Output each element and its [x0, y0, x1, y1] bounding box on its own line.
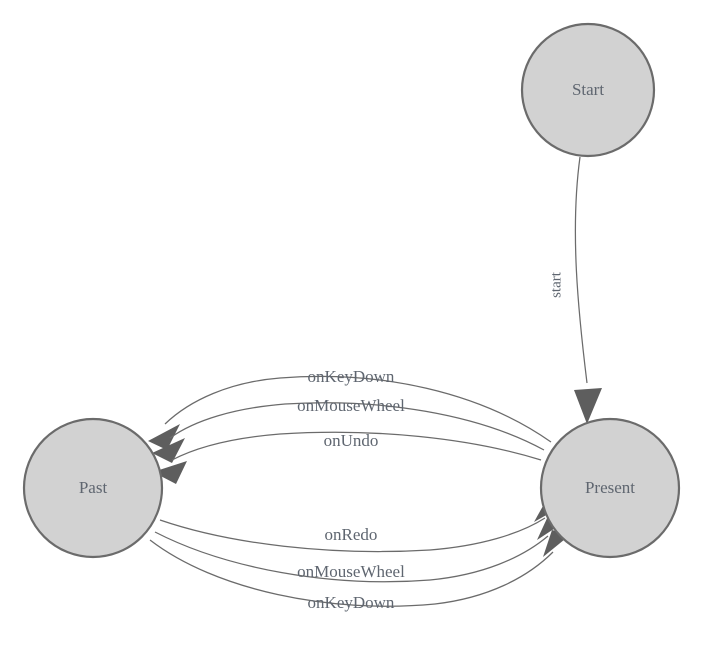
edge-present-to-past-onkeydown-path: [164, 375, 552, 443]
node-present-circle: [539, 417, 681, 559]
node-start-circle: [520, 22, 656, 158]
edge-label-past-to-present-onkeydown: onKeyDown: [308, 593, 395, 612]
edge-start-to-present[interactable]: [574, 156, 602, 424]
edge-label-past-to-present-onredo: onRedo: [325, 525, 378, 544]
node-present[interactable]: Present: [539, 417, 681, 559]
edge-past-to-present-onmousewheel-path: [154, 531, 549, 583]
edge-past-to-present-onkeydown-path: [149, 539, 554, 607]
node-past-circle: [22, 417, 164, 559]
node-present-label: Present: [585, 478, 635, 497]
edge-label-present-to-past-onmousewheel: onMouseWheel: [297, 396, 405, 415]
edge-label-present-to-past-onkeydown: onKeyDown: [308, 367, 395, 386]
arrowhead-start-to-present: [574, 388, 602, 424]
edge-present-to-past-onundo-path: [171, 431, 542, 461]
arrowhead-present-to-past-onkeydown: [148, 424, 180, 450]
node-past[interactable]: Past: [22, 417, 164, 559]
arrowhead-present-to-past-onmousewheel: [152, 438, 185, 463]
edge-present-to-past-onundo[interactable]: [153, 431, 542, 484]
edge-label-start: start: [548, 271, 564, 298]
node-start-label: Start: [572, 80, 604, 99]
node-start[interactable]: Start: [520, 22, 656, 158]
edge-start-to-present-path: [574, 156, 588, 384]
edge-label-past-to-present-onmousewheel: onMouseWheel: [297, 562, 405, 581]
arrowhead-present-to-past-onundo: [153, 461, 187, 484]
edge-present-to-past-onmousewheel-path: [169, 402, 545, 451]
node-past-label: Past: [79, 478, 108, 497]
edge-present-to-past-onmousewheel[interactable]: [152, 402, 545, 463]
edge-label-present-to-past-onundo: onUndo: [324, 431, 379, 450]
edge-present-to-past-onkeydown[interactable]: [148, 375, 552, 450]
edge-past-to-present-onredo-path: [159, 517, 546, 553]
